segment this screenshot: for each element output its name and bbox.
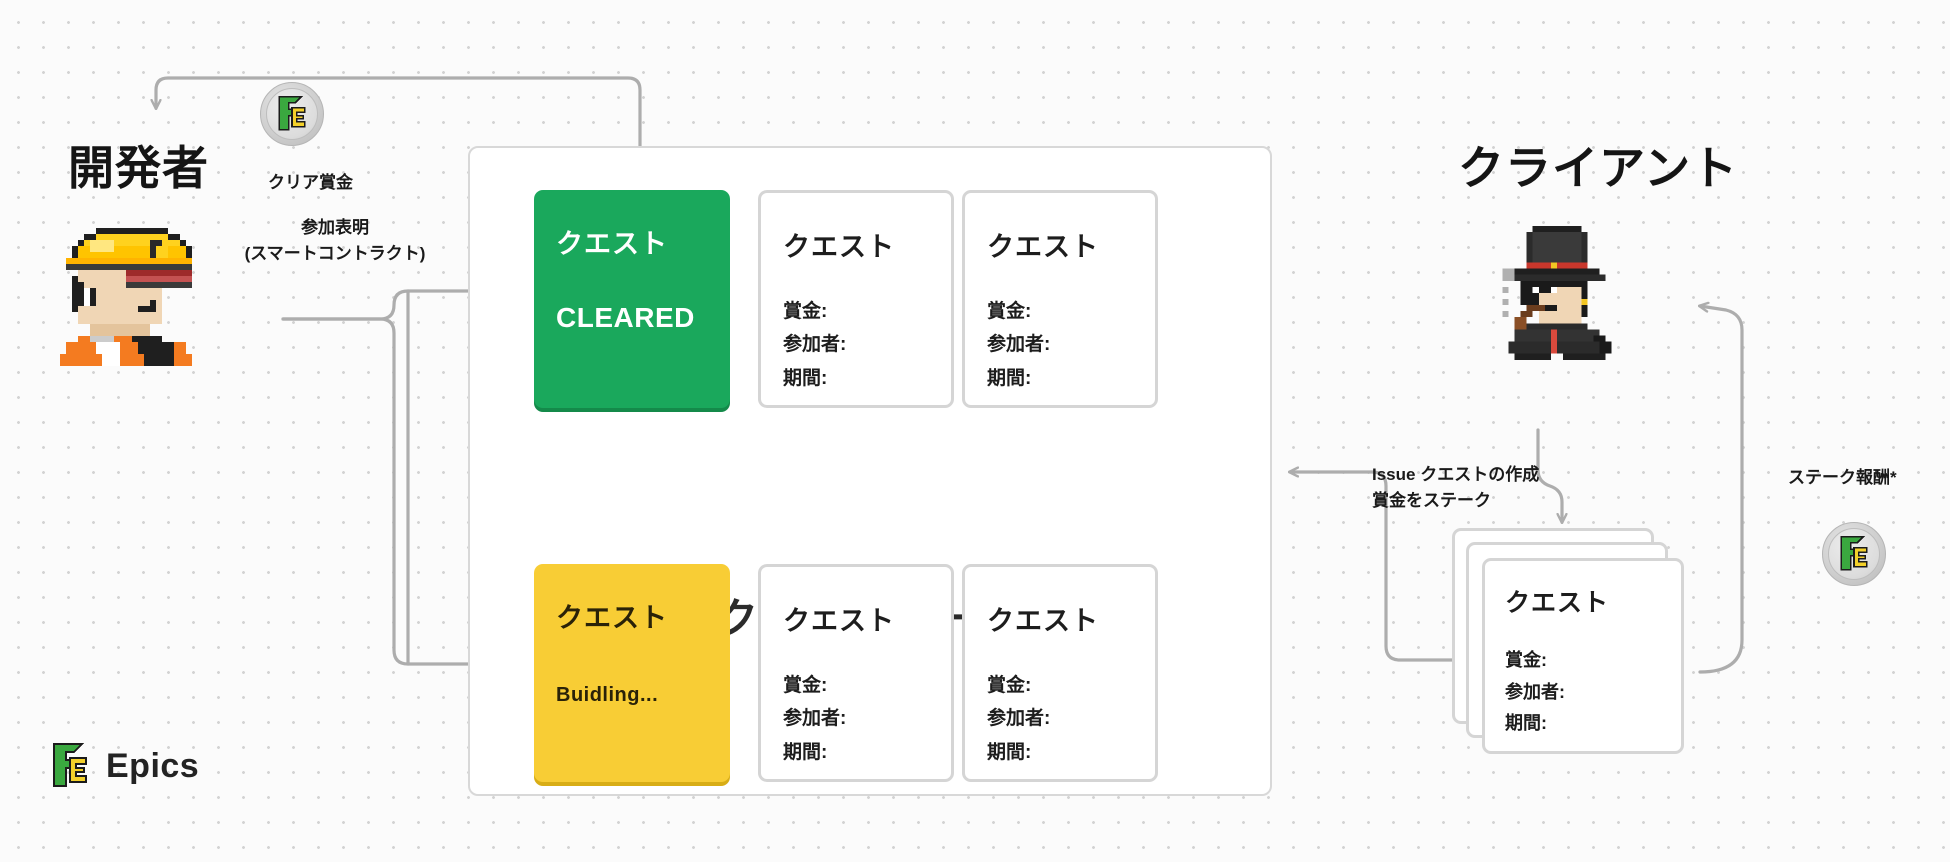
- edge-label-participate-line2: (スマートコントラクト): [244, 243, 426, 263]
- field-participants: 参加者:: [783, 334, 847, 356]
- field-period: 期間:: [987, 741, 1032, 763]
- coin-pe-logo-icon: [278, 95, 306, 131]
- developer-title: 開発者: [68, 142, 209, 194]
- edge-label-participate: 参加表明 (スマートコントラクト): [210, 215, 460, 266]
- quest-card-fields: 賞金: 参加者: 期間:: [1505, 645, 1565, 740]
- field-bounty: 賞金:: [783, 301, 828, 322]
- edge-label-participate-line1: 参加表明: [301, 218, 369, 237]
- quest-card-title: クエスト: [1505, 589, 1610, 617]
- field-participants: 参加者:: [1505, 681, 1565, 702]
- field-bounty: 賞金:: [987, 301, 1032, 322]
- brand-logo-lockup: Epics: [48, 742, 199, 790]
- quest-card-title: クエスト: [783, 232, 895, 262]
- brand-name: Epics: [106, 746, 200, 785]
- edge-label-issue: Issue クエストの作成 賞金をステーク: [1372, 462, 1539, 513]
- field-period: 期間:: [783, 741, 828, 763]
- coin-pe-logo-icon: [1840, 535, 1868, 571]
- quest-card-title: クエスト: [987, 606, 1099, 636]
- quest-card-title: クエスト: [556, 229, 668, 259]
- field-period: 期間:: [987, 367, 1032, 389]
- field-participants: 参加者:: [987, 334, 1051, 356]
- quest-board-panel: クエストボード クエスト CLEARED クエスト 賞金: 参加者: 期間: ク…: [468, 146, 1272, 796]
- field-participants: 参加者:: [783, 708, 847, 730]
- field-bounty: 賞金:: [1505, 650, 1547, 670]
- quest-card-fields: 賞金: 参加者: 期間:: [987, 295, 1050, 395]
- edge-label-clear-reward: クリア賞金: [268, 173, 353, 192]
- field-period: 期間:: [1505, 713, 1547, 733]
- edge-label-issue-line1: Issue クエストの作成: [1372, 465, 1540, 484]
- client-title: クライアント: [1458, 142, 1739, 194]
- developer-pixel-avatar: [60, 228, 192, 366]
- quest-card-top-3[interactable]: クエスト 賞金: 参加者: 期間:: [962, 190, 1158, 408]
- quest-card-fields: 賞金: 参加者: 期間:: [987, 669, 1050, 769]
- quest-card-bottom-2[interactable]: クエスト 賞金: 参加者: 期間:: [758, 564, 954, 782]
- quest-card-bottom-3[interactable]: クエスト 賞金: 参加者: 期間:: [962, 564, 1158, 782]
- edge-label-stake-reward: ステーク報酬*: [1788, 468, 1897, 487]
- field-bounty: 賞金:: [987, 675, 1032, 696]
- client-quest-card-stack[interactable]: クエスト 賞金: 参加者: 期間:: [1452, 528, 1684, 788]
- edge-label-issue-line2: 賞金をステーク: [1372, 490, 1491, 510]
- quest-card-status: Buidling...: [556, 684, 659, 706]
- stack-card-front[interactable]: クエスト 賞金: 参加者: 期間:: [1482, 558, 1684, 754]
- quest-card-building[interactable]: クエスト Buidling...: [534, 564, 730, 782]
- field-participants: 参加者:: [987, 708, 1051, 730]
- client-pixel-avatar: [1502, 226, 1612, 360]
- field-period: 期間:: [783, 367, 828, 389]
- quest-card-top-2[interactable]: クエスト 賞金: 参加者: 期間:: [758, 190, 954, 408]
- quest-card-fields: 賞金: 参加者: 期間:: [783, 669, 846, 769]
- coin-developer: [260, 82, 324, 146]
- quest-card-status: CLEARED: [556, 302, 695, 333]
- quest-card-title: クエスト: [987, 232, 1099, 262]
- quest-card-fields: 賞金: 参加者: 期間:: [783, 295, 846, 395]
- quest-card-title: クエスト: [783, 606, 895, 636]
- quest-card-cleared[interactable]: クエスト CLEARED: [534, 190, 730, 408]
- epics-logo-icon: [53, 743, 87, 787]
- coin-stake-reward: [1822, 522, 1886, 586]
- quest-card-title: クエスト: [556, 603, 668, 633]
- field-bounty: 賞金:: [783, 675, 828, 696]
